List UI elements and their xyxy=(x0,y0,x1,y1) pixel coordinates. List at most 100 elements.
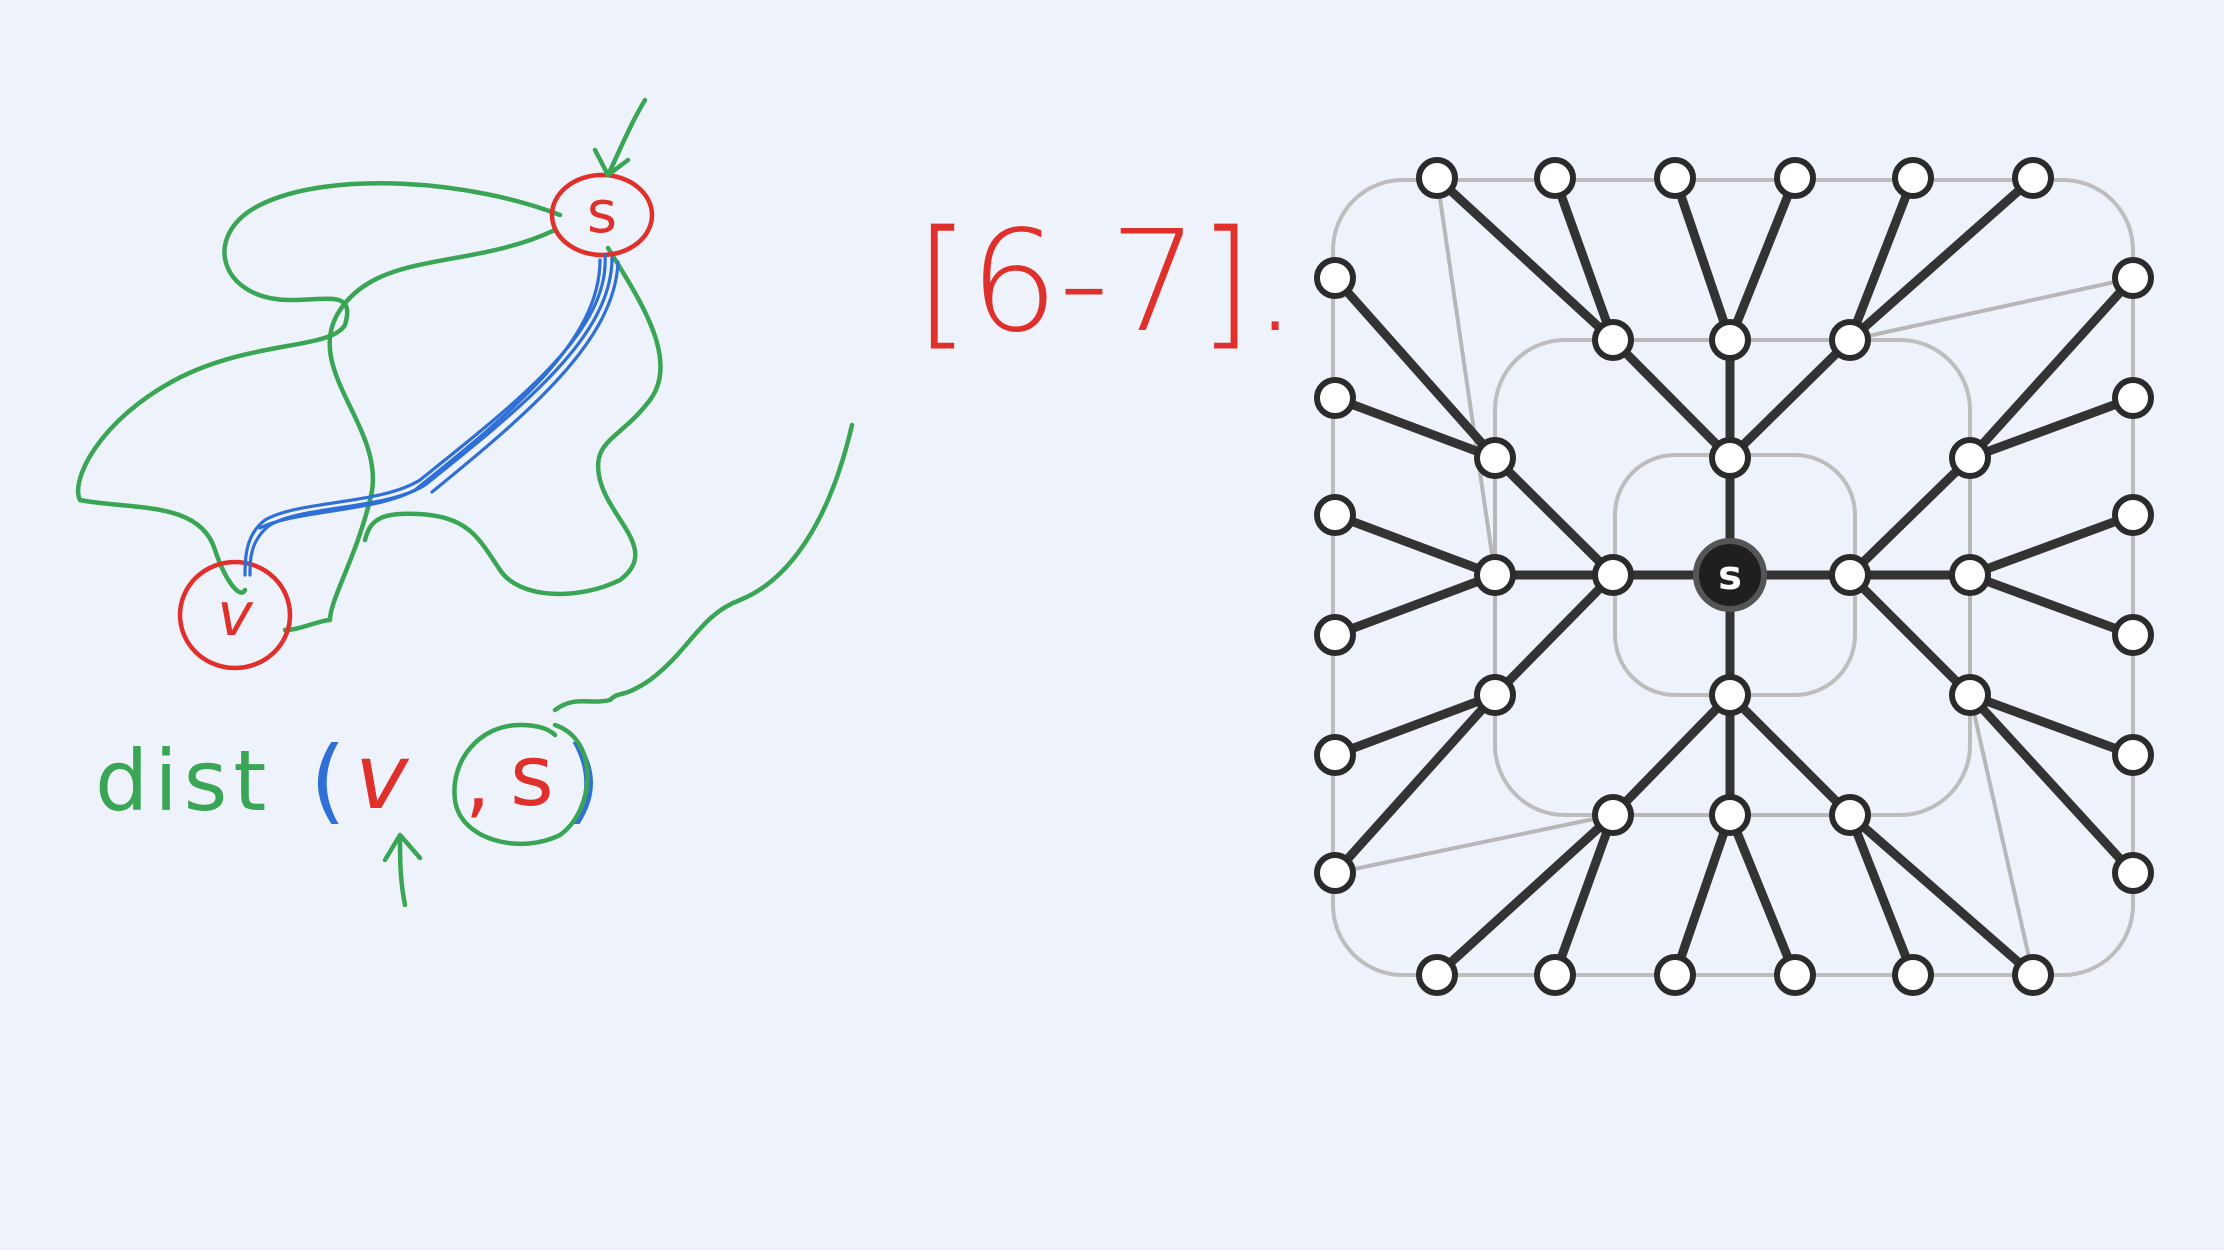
formula-func: dist xyxy=(95,732,272,830)
graph-node xyxy=(2012,954,2054,996)
source-node-label: s xyxy=(1718,553,1742,599)
green-long-curve xyxy=(552,422,855,713)
tree-edge-33 xyxy=(1965,690,2138,760)
tree-edge-24 xyxy=(1330,393,1500,463)
formula-close-paren: ) xyxy=(565,727,601,834)
graph-node xyxy=(1534,157,1576,199)
tree-edge-30 xyxy=(1965,393,2138,463)
graph-node xyxy=(1592,554,1634,596)
tree-edge-8 xyxy=(1490,570,1618,700)
graph-node xyxy=(1314,377,1356,419)
sketch-target-label: v xyxy=(217,580,254,650)
graph-node xyxy=(1949,674,1991,716)
graph-node xyxy=(1314,494,1356,536)
graph-node xyxy=(1774,954,1816,996)
tree-edge-19 xyxy=(1670,173,1735,345)
hand-sketch: s v dist ( v , s ) xyxy=(75,97,855,908)
graph-node xyxy=(1474,554,1516,596)
formula-arg-circle xyxy=(452,722,590,847)
tree-edge-11 xyxy=(1845,453,1975,580)
graph-node xyxy=(2012,157,2054,199)
non-tree-edge-2 xyxy=(1849,276,2134,342)
source-node xyxy=(1693,538,1767,612)
graph-node xyxy=(1592,319,1634,361)
green-region-outline xyxy=(75,180,563,595)
tree-edge-40 xyxy=(1845,810,2038,980)
green-region-right xyxy=(362,245,663,597)
graph-node xyxy=(1314,257,1356,299)
tree-edge-20 xyxy=(1725,173,1800,345)
graph-node xyxy=(1949,437,1991,479)
shortest-path-strokes xyxy=(243,253,620,577)
graph-node xyxy=(1892,157,1934,199)
graph-node xyxy=(1314,734,1356,776)
graph-node xyxy=(1654,157,1696,199)
formula-v-arrow xyxy=(382,832,423,908)
tree-edge-25 xyxy=(1330,510,1500,580)
graph-node xyxy=(1949,554,1991,596)
sketch-target-node xyxy=(177,559,293,671)
tree-edge-39 xyxy=(1845,810,1918,980)
graph-node xyxy=(1314,614,1356,656)
formula-open-paren: ( xyxy=(310,727,346,834)
graph-node xyxy=(1774,157,1816,199)
formula-arg-s: s xyxy=(510,727,554,825)
graph-node xyxy=(1709,437,1751,479)
tree-edge-10 xyxy=(1490,453,1618,580)
tree-edge-23 xyxy=(1330,273,1500,463)
tree-edge-13 xyxy=(1845,570,1975,700)
tree-edge-18 xyxy=(1550,173,1618,345)
tree-edge-29 xyxy=(1965,273,2138,463)
distance-ring-1 xyxy=(1331,178,2135,977)
source-pointer-arrow xyxy=(592,97,648,178)
graph-node xyxy=(1709,674,1751,716)
sketch-source-node xyxy=(549,172,655,258)
graph-node xyxy=(2112,377,2154,419)
bfs-tree-graph: s xyxy=(1314,157,2154,996)
graph-node xyxy=(2112,852,2154,894)
tree-edge-37 xyxy=(1670,810,1735,980)
tree-edge-21 xyxy=(1845,173,1918,345)
tree-edge-28 xyxy=(1330,690,1500,878)
green-region-inner xyxy=(282,227,558,633)
graph-node xyxy=(2112,257,2154,299)
tree-edge-32 xyxy=(1965,570,2138,640)
reference-citation: [6-7]. xyxy=(915,201,1297,364)
graph-node xyxy=(2112,614,2154,656)
graph-node xyxy=(1829,554,1871,596)
graph-node xyxy=(1474,437,1516,479)
graph-node xyxy=(1416,157,1458,199)
graph-node xyxy=(1474,674,1516,716)
graph-node xyxy=(1654,954,1696,996)
non-tree-edge-3 xyxy=(1334,813,1614,875)
tree-edge-26 xyxy=(1330,570,1500,640)
tree-edge-36 xyxy=(1550,810,1618,980)
tree-edge-5 xyxy=(1608,335,1735,463)
graph-node xyxy=(1709,794,1751,836)
tree-edge-34 xyxy=(1965,690,2138,878)
graph-node xyxy=(1892,954,1934,996)
tree-edge-35 xyxy=(1432,810,1618,980)
graph-node xyxy=(1829,319,1871,361)
tree-edge-38 xyxy=(1725,810,1800,980)
tree-edge-27 xyxy=(1330,690,1500,760)
graph-node xyxy=(1416,954,1458,996)
tree-edge-17 xyxy=(1432,173,1618,345)
graph-node xyxy=(1829,794,1871,836)
graph-node xyxy=(1709,319,1751,361)
graph-node xyxy=(2112,734,2154,776)
tree-edge-22 xyxy=(1845,173,2038,345)
formula-arg-v: v xyxy=(355,725,410,830)
non-tree-edge-4 xyxy=(1968,694,2035,976)
non-tree-edge-1 xyxy=(1435,177,1497,576)
sketch-source-label: s xyxy=(587,178,617,246)
tree-edge-7 xyxy=(1725,335,1855,463)
graph-node xyxy=(1314,852,1356,894)
tree-edge-31 xyxy=(1965,510,2138,580)
tree-edge-14 xyxy=(1725,690,1855,820)
graph-node xyxy=(1592,794,1634,836)
graph-node xyxy=(1534,954,1576,996)
graph-node xyxy=(2112,494,2154,536)
tree-edge-16 xyxy=(1608,690,1735,820)
